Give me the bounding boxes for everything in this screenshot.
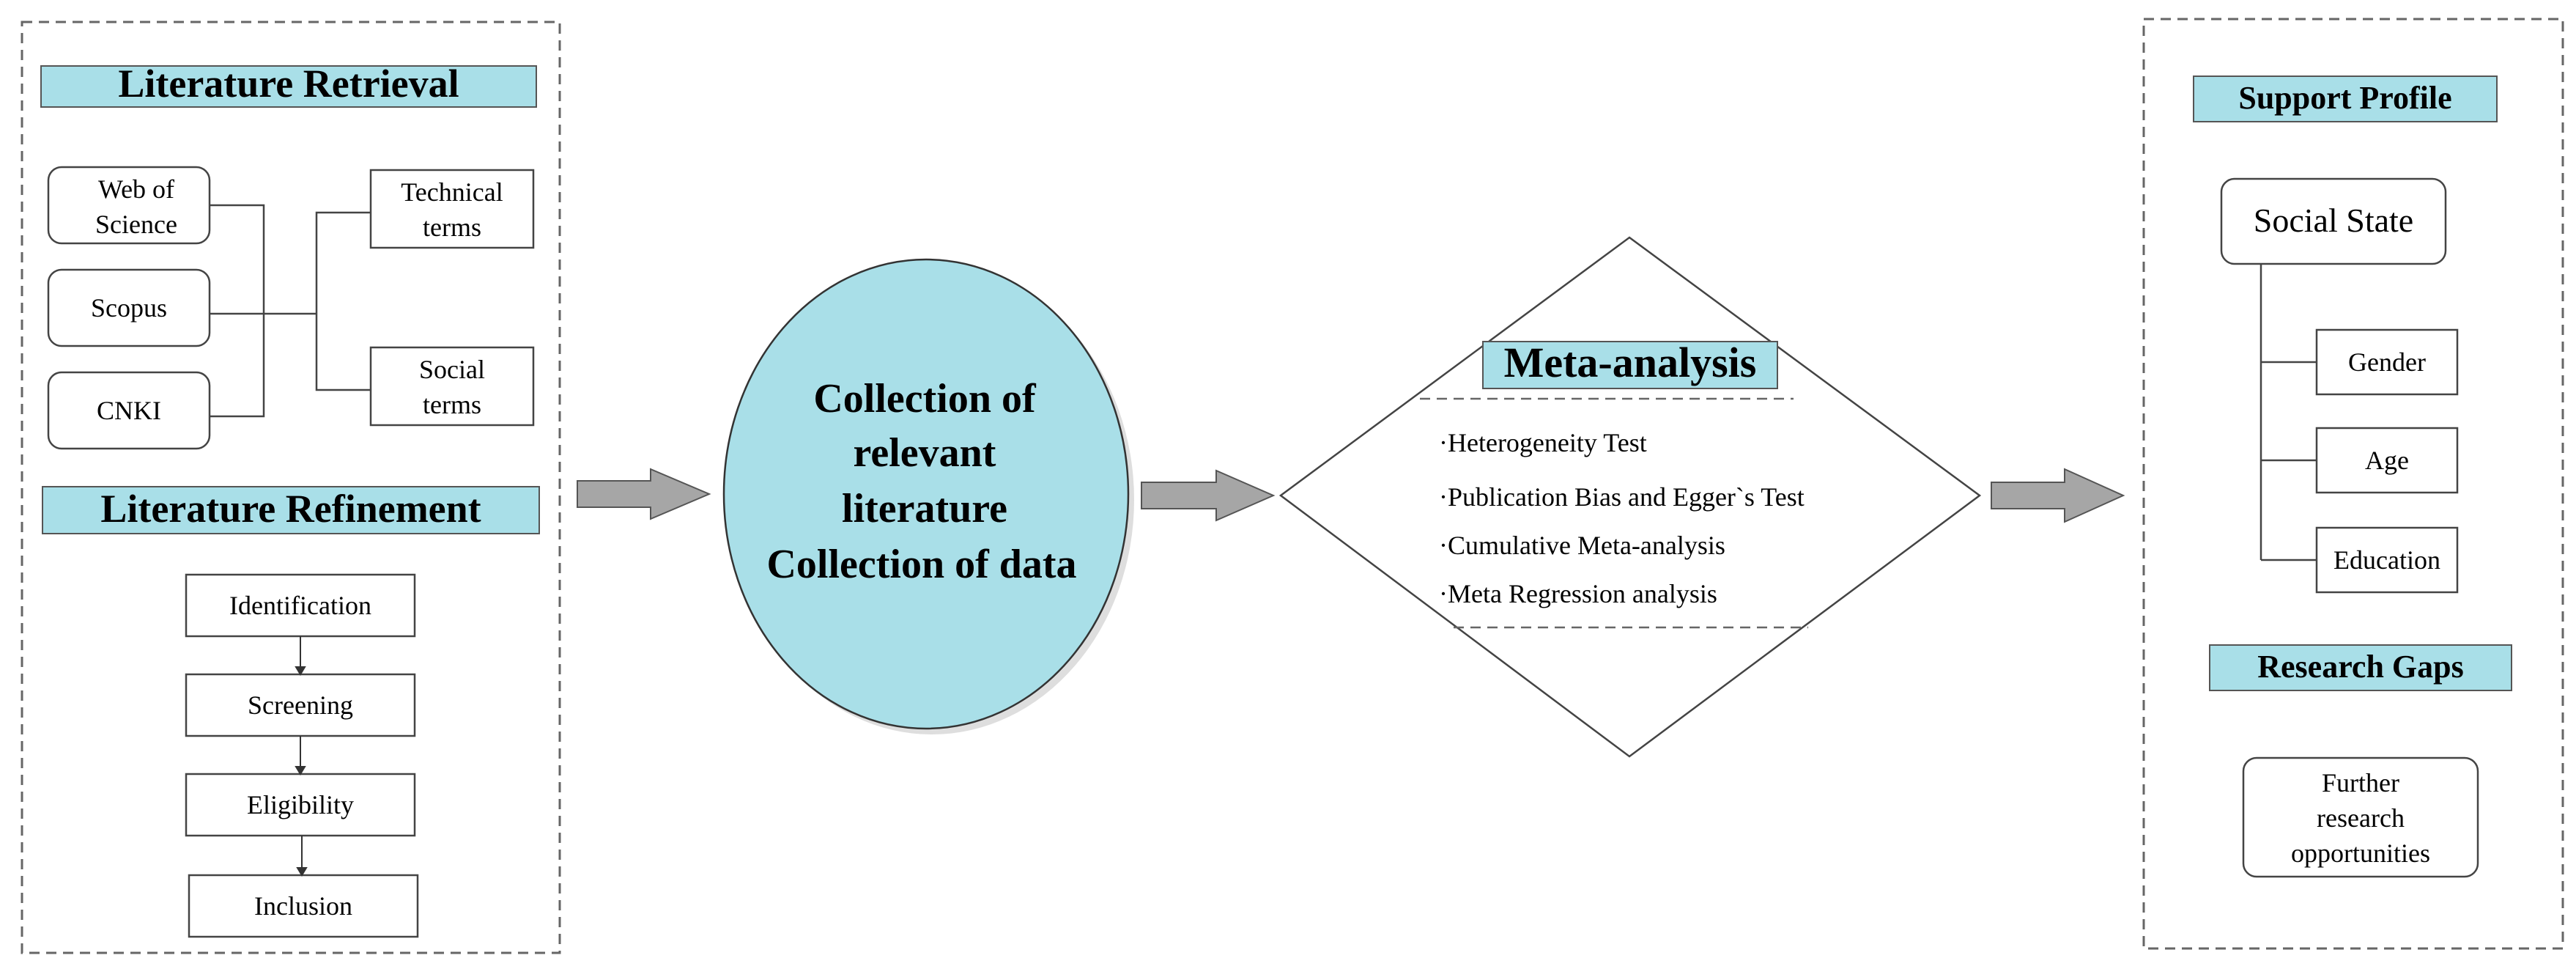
social-state-box [2220,177,2447,265]
further-line2: research [2317,803,2405,833]
retrieval-connectors [210,204,371,418]
term-box-technical [369,169,535,249]
circle-line-1: Collection of [813,376,1037,421]
diamond-item-cumulative: ·Cumulative Meta-analysis [1439,531,1725,560]
meta-analysis-title: Meta-analysis [1504,339,1757,386]
db-web-of-science-line2: Science [95,210,177,239]
collection-circle [722,258,1130,730]
left-panel-border [21,21,561,954]
factor-box-education [2315,526,2459,594]
term-technical-line2: terms [423,213,481,242]
retrieval-header: Literature Retrieval [118,62,459,106]
arrow-right-icon [1141,469,1276,522]
term-social-line2: terms [423,390,481,419]
db-scopus: Scopus [91,293,167,323]
factor-age: Age [2365,446,2409,475]
step-arrows [295,636,308,877]
diamond-item-meta-regression: ·Meta Regression analysis [1439,579,1717,608]
support-header: Support Profile [2238,80,2451,116]
further-research-box [2242,756,2479,878]
db-box-scopus [47,268,211,347]
arrow-right-icon [1991,468,2125,523]
further-line3: opportunities [2291,839,2430,868]
circle-line-3: literature [842,486,1007,531]
diamond-item-heterogeneity: ·Heterogeneity Test [1439,428,1647,457]
meta-analysis-title-box [1482,341,1778,389]
support-header-box [2193,75,2498,122]
diamond-item-publication-bias: ·Publication Bias and Egger`s Test [1439,482,1805,512]
circle-line-4: Collection of data [766,542,1076,587]
refinement-header-box [42,486,540,534]
further-line1: Further [2322,768,2399,797]
right-panel-border [2142,18,2564,950]
factor-box-age [2315,427,2459,494]
circle-line-2: relevant [854,430,996,476]
factor-education: Education [2333,545,2440,575]
step-box-identification [185,573,416,638]
factor-box-gender [2315,328,2459,396]
gaps-header: Research Gaps [2257,649,2464,685]
db-web-of-science-line1: Web of [98,174,174,204]
step-box-eligibility [185,773,416,837]
step-identification: Identification [229,591,371,620]
meta-analysis-diamond [1278,236,1982,758]
term-technical-line1: Technical [401,177,503,207]
gaps-header-box [2209,644,2512,691]
term-social-line1: Social [419,355,485,384]
refinement-header: Literature Refinement [100,487,481,531]
factor-gender: Gender [2348,347,2426,377]
factor-connectors [2259,264,2317,561]
retrieval-header-box [40,65,537,108]
step-eligibility: Eligibility [247,790,354,819]
step-screening: Screening [248,690,353,720]
step-inclusion: Inclusion [254,891,352,921]
db-box-cnki [47,371,211,450]
term-box-social [369,346,535,427]
step-box-inclusion [188,874,419,938]
db-cnki: CNKI [97,396,161,425]
social-state: Social State [2254,202,2413,239]
arrow-right-icon [577,468,711,520]
